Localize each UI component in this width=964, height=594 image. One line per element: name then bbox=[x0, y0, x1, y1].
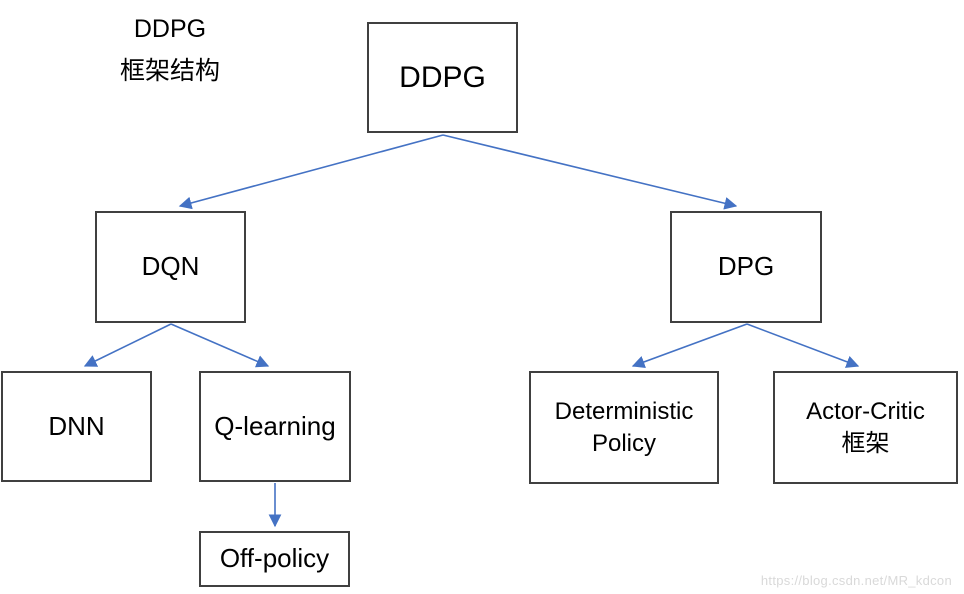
node-deterministic-policy-label: Deterministic Policy bbox=[554, 398, 694, 457]
title-line1: DDPG bbox=[133, 15, 207, 43]
node-deterministic-policy: Deterministic Policy bbox=[529, 371, 719, 484]
arrow-dpg-to-deterministic-policy bbox=[631, 323, 748, 369]
node-ddpg: DDPG bbox=[367, 22, 518, 133]
node-qlearning: Q-learning bbox=[199, 371, 351, 482]
arrow-ddpg-to-dqn bbox=[178, 134, 444, 210]
arrow-ddpg-to-dpg bbox=[442, 134, 738, 210]
node-offpolicy-label: Off-policy bbox=[219, 543, 330, 574]
arrow-dqn-to-dnn bbox=[83, 323, 172, 367]
node-dnn-label: DNN bbox=[48, 410, 105, 441]
node-dnn: DNN bbox=[1, 371, 152, 482]
node-actor-critic-label: Actor-Critic 框架 bbox=[806, 398, 925, 457]
title-line2: 框架结构 bbox=[119, 57, 220, 85]
node-dpg-label: DPG bbox=[717, 251, 775, 282]
arrow-dpg-to-actor-critic bbox=[746, 323, 860, 368]
node-actor-critic: Actor-Critic 框架 bbox=[773, 371, 958, 484]
node-dqn: DQN bbox=[95, 211, 246, 323]
node-ddpg-label: DDPG bbox=[399, 61, 486, 94]
arrow-dqn-to-qlearning bbox=[170, 323, 270, 368]
diagram-title: DDPG 框架结构 bbox=[70, 8, 270, 92]
node-qlearning-label: Q-learning bbox=[214, 410, 336, 441]
node-dpg: DPG bbox=[670, 211, 822, 323]
node-dqn-label: DQN bbox=[141, 251, 200, 282]
watermark: https://blog.csdn.net/MR_kdcon bbox=[760, 573, 952, 588]
node-offpolicy: Off-policy bbox=[199, 531, 350, 587]
